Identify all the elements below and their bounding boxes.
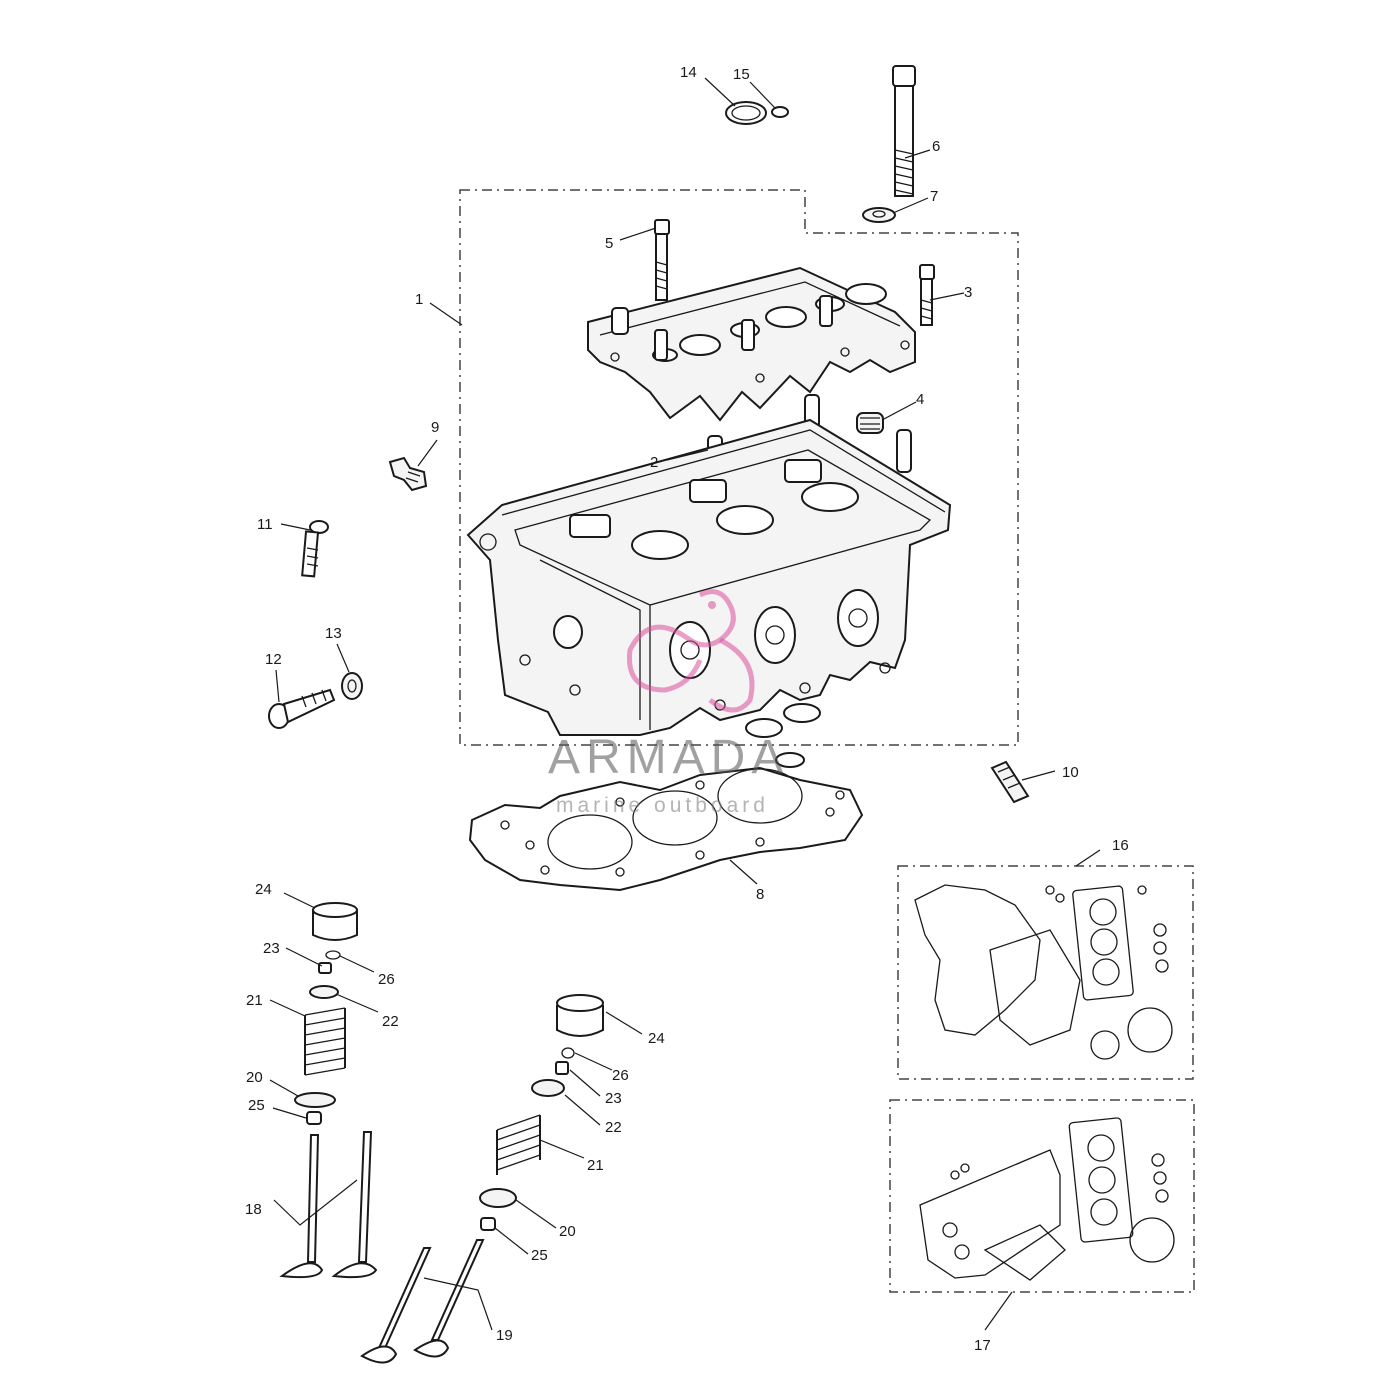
head-bolt-6	[892, 65, 916, 197]
callout-5: 5	[605, 235, 613, 252]
callout-26-right: 26	[612, 1067, 629, 1084]
retainer-22-right	[531, 1079, 565, 1097]
valve-bucket-24-left	[312, 902, 358, 941]
watermark-brand: ARMADA	[548, 731, 789, 784]
callout-24-right: 24	[648, 1030, 665, 1047]
callout-19: 19	[496, 1327, 513, 1344]
o-ring-15	[771, 106, 789, 118]
callout-labels: 1 2 3 4 5 6 7 8 9 10 11 12 13 14 15 16 1…	[245, 64, 1129, 1354]
callout-8: 8	[756, 886, 764, 903]
collet-23-right	[555, 1061, 569, 1075]
callout-6: 6	[932, 138, 940, 155]
callout-17: 17	[974, 1337, 991, 1354]
callout-3: 3	[964, 284, 972, 301]
callout-11: 11	[257, 516, 273, 533]
callout-10: 10	[1062, 764, 1079, 781]
callout-21-right: 21	[587, 1157, 604, 1174]
callout-22-right: 22	[605, 1119, 622, 1136]
leader-lines	[269, 77, 1101, 1331]
washer-7	[862, 207, 896, 223]
callout-9: 9	[431, 419, 439, 436]
retainer-22-left	[309, 985, 339, 999]
port-o-rings	[745, 703, 821, 768]
shim-26-right	[561, 1047, 575, 1059]
callout-4: 4	[916, 391, 924, 408]
assembly-1-boundary	[459, 189, 1019, 746]
callout-18: 18	[245, 1201, 262, 1218]
callout-22-left: 22	[382, 1013, 399, 1030]
callout-15: 15	[733, 66, 750, 83]
gasket-kit-16-boundary	[897, 865, 1194, 1080]
valve-bucket-24-right	[556, 994, 604, 1037]
callout-16: 16	[1112, 837, 1129, 854]
cylinder-head	[466, 418, 952, 736]
callout-7: 7	[930, 188, 938, 205]
collet-23-left	[318, 962, 332, 974]
stud-10	[990, 760, 1030, 804]
bolt-12	[268, 688, 336, 729]
watermark: ARMADA marine outboard	[548, 589, 789, 817]
callout-14: 14	[680, 64, 697, 81]
spring-seat-20-right	[479, 1188, 517, 1208]
o-ring-14	[725, 101, 767, 125]
callout-25-left: 25	[248, 1097, 265, 1114]
valve-seal-25-left	[306, 1111, 322, 1125]
callout-1: 1	[415, 291, 423, 308]
callout-13: 13	[325, 625, 342, 642]
callout-23-right: 23	[605, 1090, 622, 1107]
bolt-5	[654, 219, 670, 301]
valve-spring-21-right	[496, 1114, 541, 1175]
callout-12: 12	[265, 651, 282, 668]
head-gasket-8	[468, 766, 864, 892]
callout-24-left: 24	[255, 881, 272, 898]
callout-20-left: 20	[246, 1069, 263, 1086]
bolt-3	[919, 264, 935, 326]
callout-2: 2	[650, 454, 658, 471]
bird-logo-icon	[626, 589, 755, 713]
seal-washer-13	[341, 672, 363, 700]
cam-carrier	[587, 266, 916, 422]
gasket-kit-17-boundary	[889, 1099, 1195, 1293]
valve-seal-25-right	[480, 1217, 496, 1231]
valve-spring-21-left	[304, 1007, 346, 1076]
seal-4	[856, 412, 884, 434]
gasket-kit-16	[914, 884, 1173, 1060]
callout-21-left: 21	[246, 992, 263, 1009]
valve-18-left	[279, 1131, 378, 1279]
bolt-11	[301, 520, 329, 578]
valve-19-right	[360, 1239, 485, 1364]
callout-26-left: 26	[378, 971, 395, 988]
gasket-kit-17	[919, 1117, 1175, 1281]
watermark-tagline: marine outboard	[556, 794, 769, 817]
callout-20-right: 20	[559, 1223, 576, 1240]
shim-26-left	[325, 950, 341, 960]
fitting-9	[388, 456, 428, 492]
callout-23-left: 23	[263, 940, 280, 957]
spring-seat-20-left	[294, 1092, 336, 1108]
callout-25-right: 25	[531, 1247, 548, 1264]
